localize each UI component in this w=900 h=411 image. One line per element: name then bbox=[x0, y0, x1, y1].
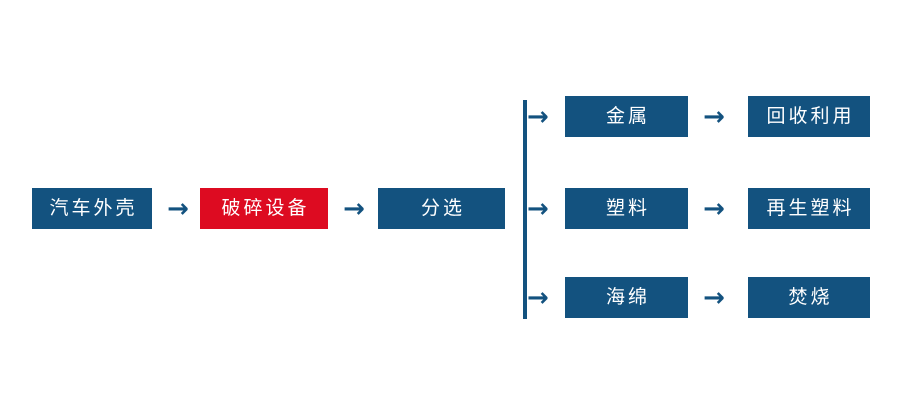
arrow-sponge-to-incinerate: → bbox=[703, 282, 725, 313]
node-sorting[interactable]: 分选 bbox=[378, 188, 505, 229]
node-sponge-output[interactable]: 焚烧 bbox=[748, 277, 870, 318]
node-metal-output[interactable]: 回收利用 bbox=[748, 96, 870, 137]
node-plastic[interactable]: 塑料 bbox=[565, 188, 688, 229]
branch-trunk-line bbox=[523, 100, 527, 319]
branch-arrow-plastic: → bbox=[527, 193, 549, 224]
arrow-plastic-to-regen: → bbox=[703, 193, 725, 224]
node-input[interactable]: 汽车外壳 bbox=[32, 188, 152, 229]
arrow-metal-to-recycle: → bbox=[703, 101, 725, 132]
node-crusher[interactable]: 破碎设备 bbox=[200, 188, 328, 229]
node-sponge[interactable]: 海绵 bbox=[565, 277, 688, 318]
branch-arrow-metal: → bbox=[527, 101, 549, 132]
arrow-crusher-to-sorting: → bbox=[343, 193, 365, 224]
arrow-input-to-crusher: → bbox=[167, 193, 189, 224]
branch-arrow-sponge: → bbox=[527, 282, 549, 313]
node-metal[interactable]: 金属 bbox=[565, 96, 688, 137]
node-plastic-output[interactable]: 再生塑料 bbox=[748, 188, 870, 229]
